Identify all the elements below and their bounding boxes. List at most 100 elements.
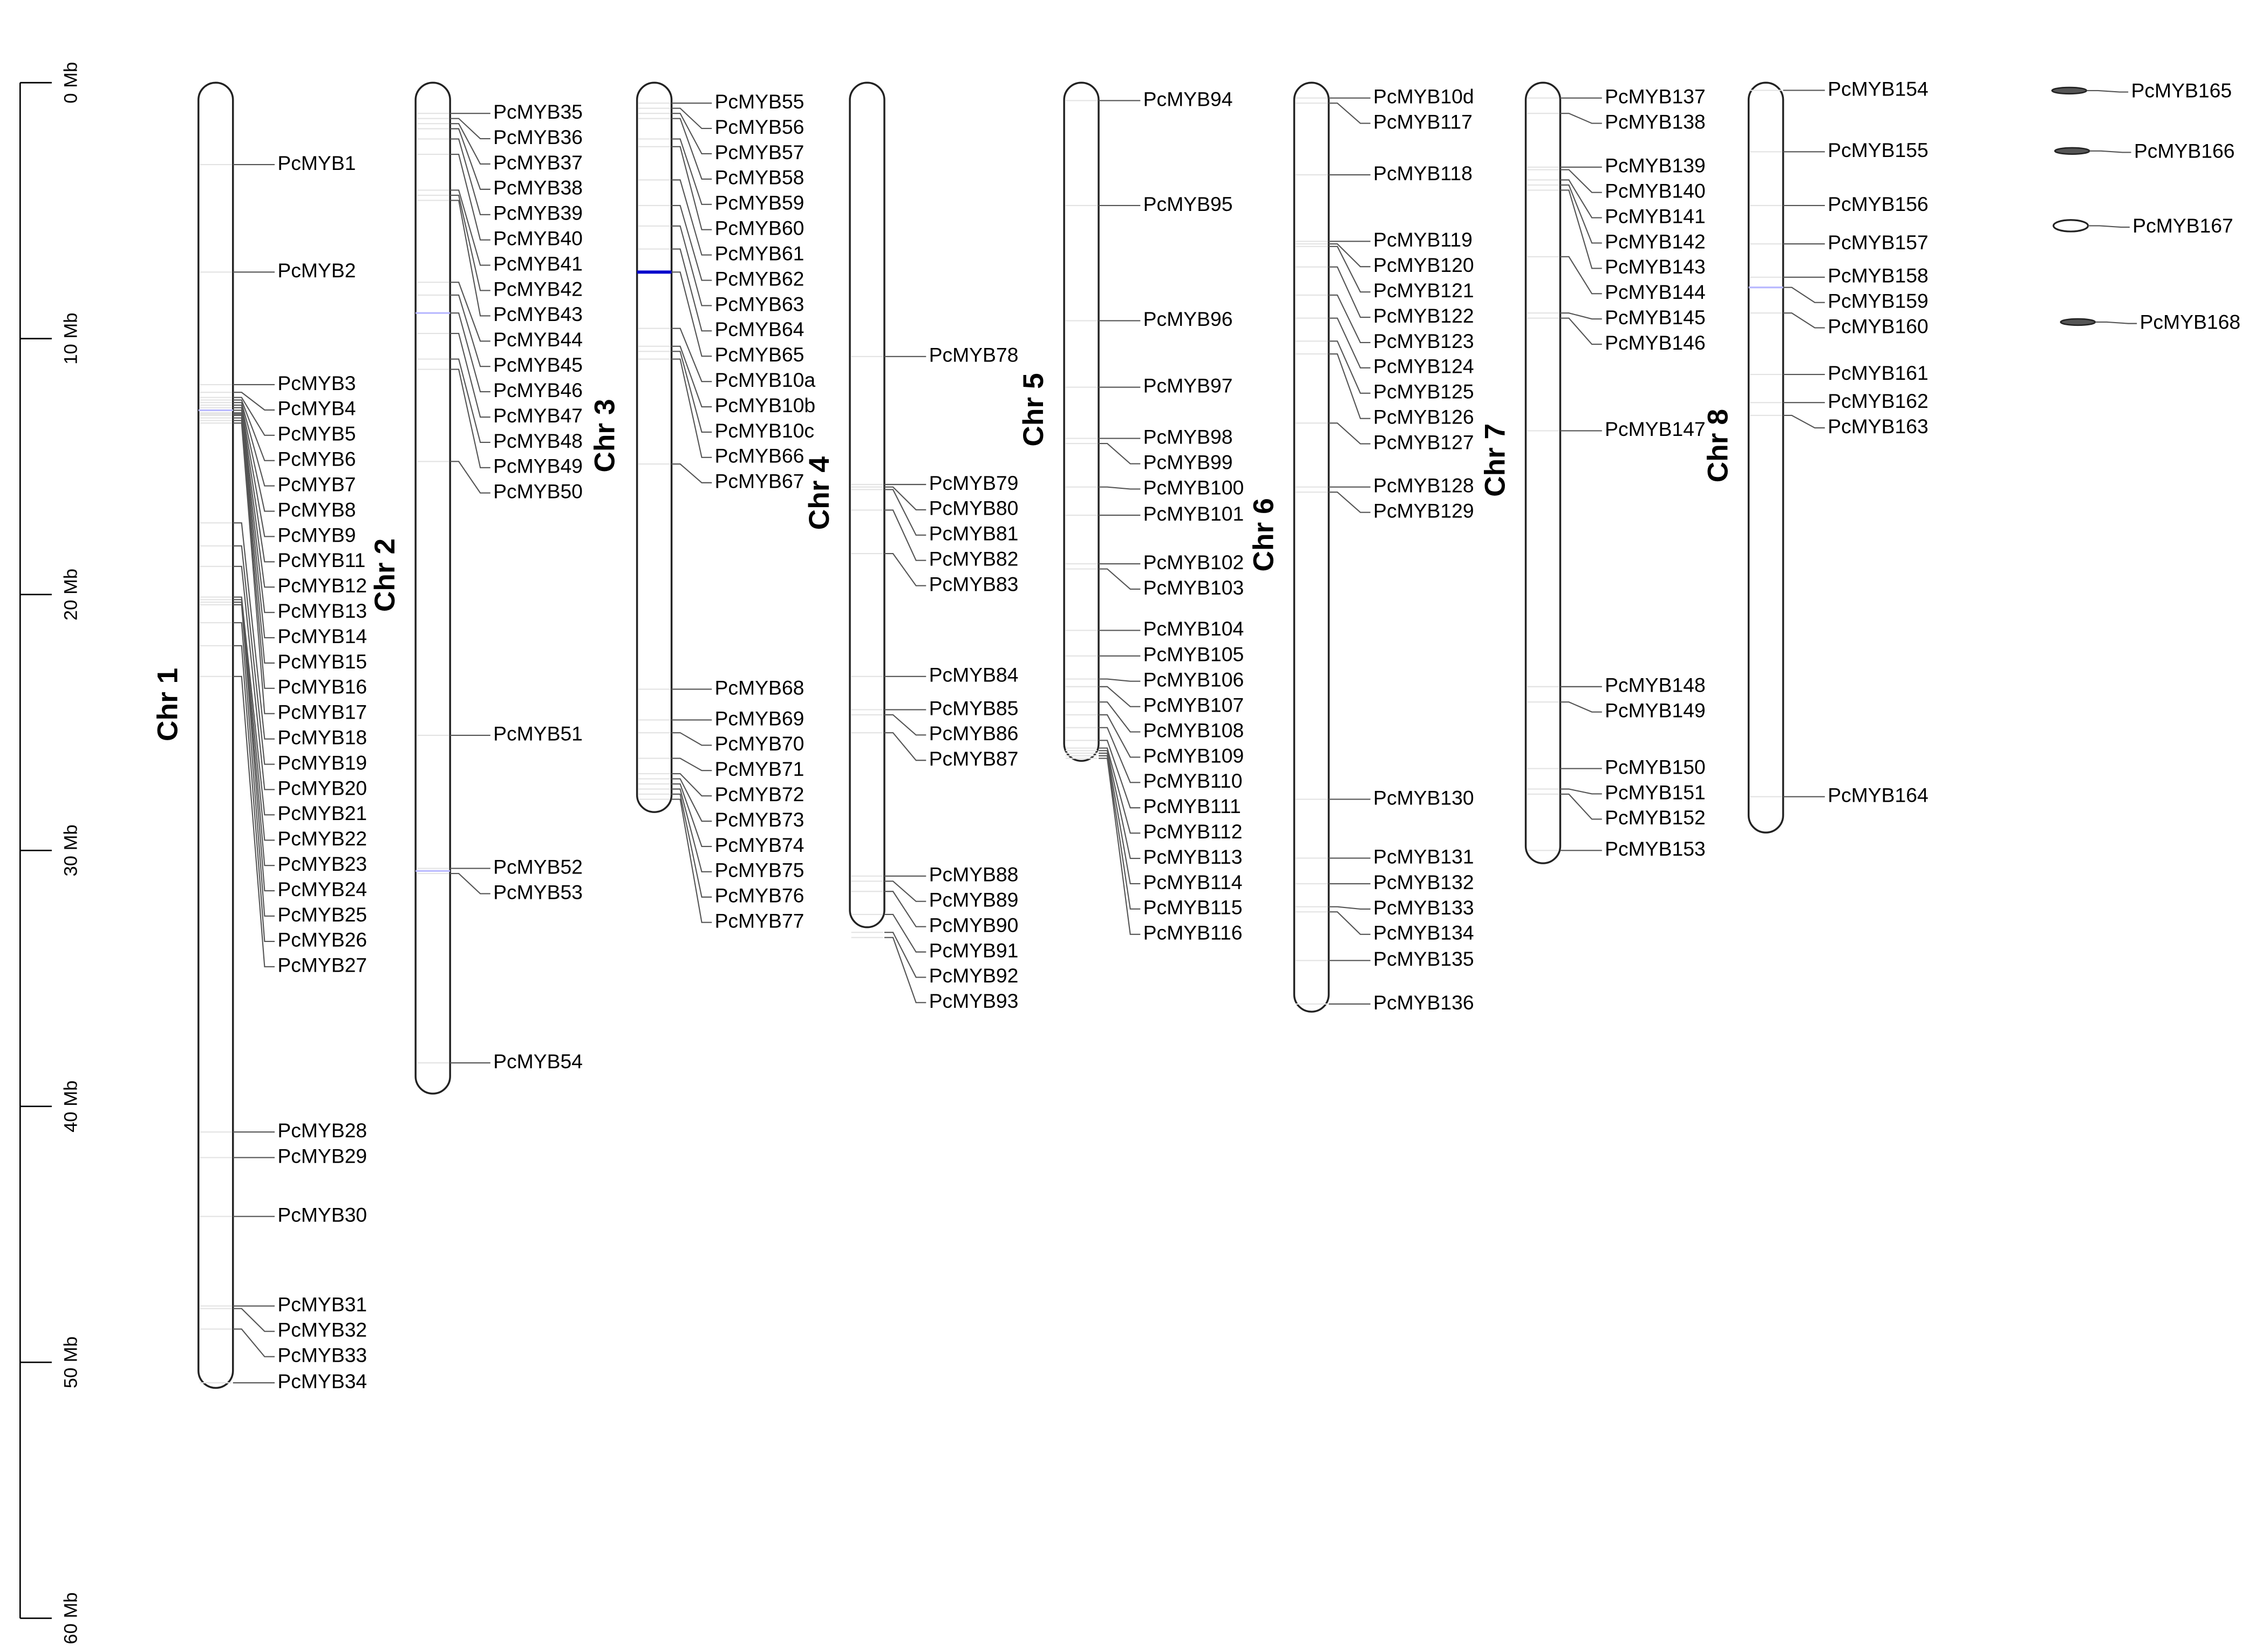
gene-leader-line	[671, 327, 712, 383]
gene-label: PcMYB113	[1143, 845, 1243, 868]
chromosome-body	[636, 81, 673, 813]
chromosome-2: Chr 2PcMYB35PcMYB36PcMYB37PcMYB38PcMYB39…	[369, 81, 583, 1095]
gene-leader-line	[671, 351, 712, 433]
gene-leader-line	[233, 1308, 275, 1332]
gene-leader-line	[671, 783, 712, 848]
gene-label: PcMYB75	[715, 859, 805, 882]
gene-label: PcMYB69	[715, 707, 805, 729]
gene-label: PcMYB6	[277, 448, 356, 470]
chromosome-8: Chr 8PcMYB154PcMYB155PcMYB156PcMYB157PcM…	[1702, 77, 1928, 834]
scaffold-1: PcMYB165	[2051, 79, 2232, 101]
gene-label: PcMYB82	[929, 548, 1019, 570]
gene-label: PcMYB90	[929, 913, 1019, 936]
gene-leader-line	[233, 407, 275, 537]
gene-leader-line	[233, 599, 275, 841]
gene-leader-line	[1560, 256, 1602, 295]
gene-leader-line	[450, 200, 490, 317]
gene-label: PcMYB8	[277, 498, 356, 521]
chromosome-body	[414, 81, 451, 1095]
gene-leader-line	[671, 463, 712, 483]
gene-leader-line	[671, 113, 712, 155]
gene-label: PcMYB146	[1605, 331, 1706, 354]
gene-leader-line	[671, 271, 712, 357]
gene-label: PcMYB60	[715, 217, 805, 240]
gene-leader-line	[233, 414, 275, 639]
gene-leader-line	[450, 312, 490, 393]
gene-label: PcMYB149	[1605, 699, 1706, 722]
gene-label: PcMYB33	[277, 1343, 367, 1366]
gene-label: PcMYB10c	[715, 419, 814, 442]
gene-leader-line	[1560, 179, 1602, 219]
gene-label: PcMYB112	[1143, 820, 1243, 843]
gene-leader-line	[233, 522, 275, 740]
gene-leader-line	[1560, 184, 1602, 244]
gene-label: PcMYB13	[277, 599, 367, 622]
gene-label: PcMYB80	[929, 497, 1019, 520]
gene-label: PcMYB161	[1828, 361, 1928, 384]
gene-label: PcMYB99	[1143, 450, 1233, 473]
gene-leader-line	[884, 937, 926, 1004]
gene-label: PcMYB100	[1143, 476, 1244, 499]
gene-leader-line	[2088, 225, 2130, 228]
gene-leader-line	[1560, 189, 1602, 269]
scale-tick-label: 50 Mb	[60, 1336, 81, 1388]
scale-tick-label: 40 Mb	[60, 1081, 81, 1132]
gene-label: PcMYB74	[715, 834, 805, 856]
gene-label: PcMYB40	[493, 227, 583, 250]
gene-label: PcMYB86	[929, 722, 1019, 745]
gene-label: PcMYB23	[277, 852, 367, 875]
chromosome-6: Chr 6PcMYB10dPcMYB117PcMYB118PcMYB119PcM…	[1248, 81, 1474, 1014]
gene-label: PcMYB73	[715, 808, 805, 831]
scale-tick-label: 60 Mb	[60, 1592, 81, 1644]
gene-label: PcMYB72	[715, 783, 805, 805]
gene-leader-line	[1328, 294, 1371, 344]
gene-leader-line	[233, 675, 275, 967]
gene-label: PcMYB24	[277, 878, 367, 900]
chromosome-5: Chr 5PcMYB94PcMYB95PcMYB96PcMYB97PcMYB98…	[1018, 81, 1244, 944]
gene-label: PcMYB17	[277, 701, 367, 723]
gene-leader-line	[233, 645, 275, 942]
gene-label: PcMYB140	[1605, 180, 1706, 202]
gene-leader-line	[2095, 321, 2137, 324]
gene-label: PcMYB105	[1143, 643, 1244, 666]
gene-leader-line	[450, 118, 490, 140]
gene-label: PcMYB163	[1828, 415, 1928, 438]
gene-label: PcMYB47	[493, 404, 583, 427]
gene-leader-line	[450, 138, 490, 215]
gene-leader-line	[450, 461, 490, 494]
gene-leader-line	[2089, 150, 2131, 153]
chromosome-label: Chr 5	[1018, 373, 1050, 446]
gene-label: PcMYB62	[715, 267, 805, 290]
gene-label: PcMYB128	[1373, 474, 1474, 497]
gene-leader-line	[1560, 317, 1602, 345]
gene-label: PcMYB44	[493, 328, 583, 351]
scaffold-shape	[2053, 219, 2089, 233]
gene-leader-line	[1099, 678, 1141, 682]
gene-label: PcMYB5	[277, 422, 356, 445]
gene-leader-line	[884, 714, 926, 736]
chromosome-label: Chr 7	[1479, 424, 1511, 497]
gene-label: PcMYB14	[277, 625, 367, 647]
gene-label: PcMYB38	[493, 176, 583, 199]
gene-label: PcMYB156	[1828, 193, 1928, 215]
chromosome-label: Chr 8	[1702, 409, 1734, 482]
gene-leader-line	[1099, 755, 1141, 910]
gene-label: PcMYB61	[715, 242, 805, 264]
gene-label: PcMYB71	[715, 757, 805, 780]
gene-leader-line	[1328, 353, 1371, 419]
gene-label: PcMYB4	[277, 397, 356, 420]
gene-leader-line	[1783, 286, 1825, 303]
gene-label: PcMYB51	[493, 722, 583, 745]
gene-label: PcMYB148	[1605, 674, 1706, 697]
gene-label: PcMYB26	[277, 929, 367, 951]
gene-label: PcMYB127	[1373, 431, 1474, 453]
gene-label: PcMYB142	[1605, 230, 1706, 252]
gene-label: PcMYB108	[1143, 719, 1244, 741]
gene-label: PcMYB28	[277, 1119, 367, 1142]
gene-label: PcMYB45	[493, 353, 583, 376]
chromosome-body	[197, 81, 234, 1389]
gene-leader-line	[233, 399, 275, 461]
gene-label: PcMYB144	[1605, 281, 1706, 303]
gene-label: PcMYB129	[1373, 500, 1474, 522]
